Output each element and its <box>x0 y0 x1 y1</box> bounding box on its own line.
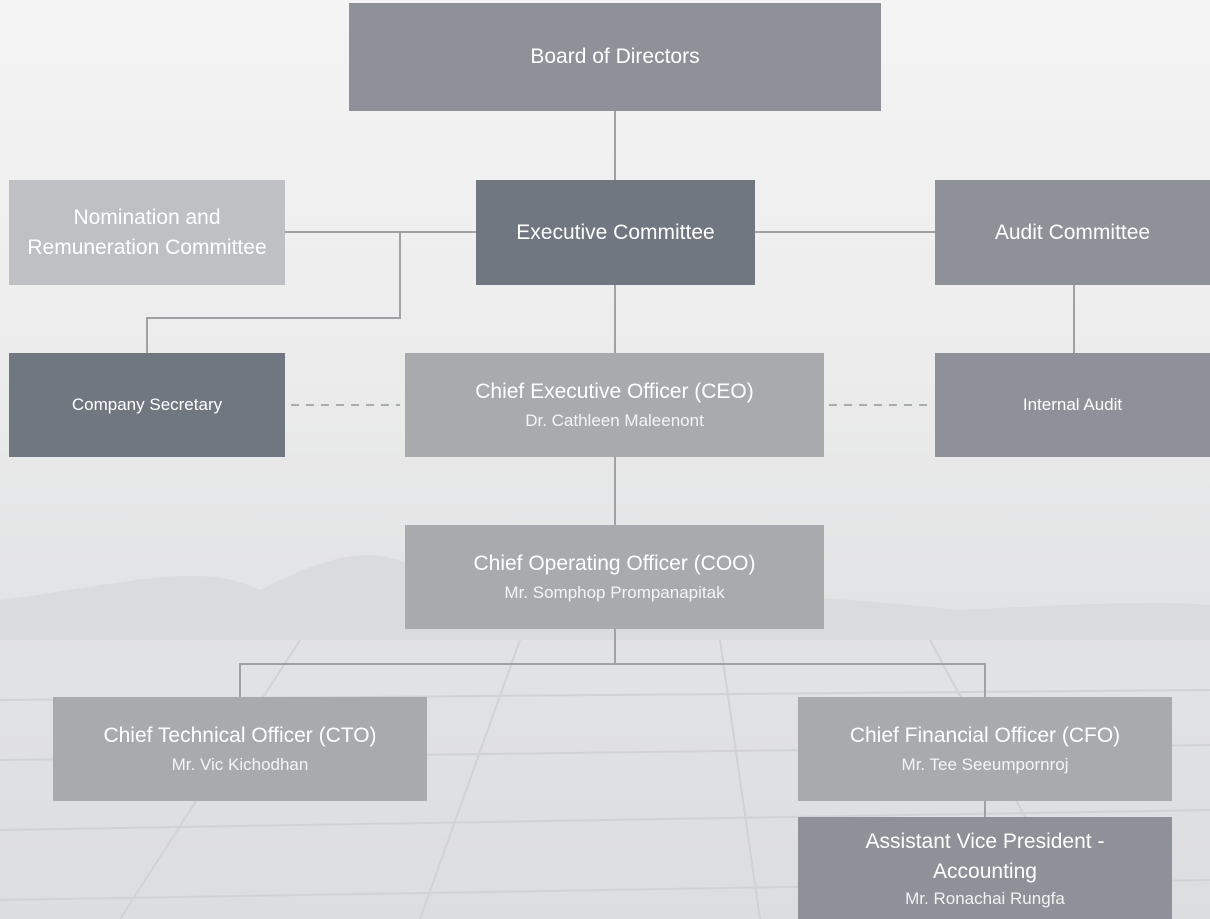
avp-title-line2: Accounting <box>933 860 1037 883</box>
company-secretary-box: Company Secretary <box>9 353 285 457</box>
board-of-directors-title: Board of Directors <box>530 45 700 68</box>
ceo-title: Chief Executive Officer (CEO) <box>475 380 754 403</box>
coo-title: Chief Operating Officer (COO) <box>473 552 756 575</box>
internal-audit-title: Internal Audit <box>1022 395 1123 414</box>
cfo-title: Chief Financial Officer (CFO) <box>849 724 1121 747</box>
audit-committee-title: Audit Committee <box>994 220 1151 244</box>
nomination-title-line1: Nomination and <box>73 205 221 229</box>
cto-box: Chief Technical Officer (CTO) Mr. Vic Ki… <box>53 697 427 801</box>
nomination-title-line2: Remuneration Committee <box>27 235 267 259</box>
board-of-directors-box: Board of Directors <box>349 3 881 111</box>
cto-name: Mr. Vic Kichodhan <box>171 755 309 774</box>
avp-title-line1: Assistant Vice President - <box>865 830 1105 853</box>
coo-box: Chief Operating Officer (COO) Mr. Sompho… <box>405 525 824 629</box>
executive-committee-title: Executive Committee <box>516 220 715 244</box>
nomination-remuneration-committee-box: Nomination and Remuneration Committee <box>9 180 285 285</box>
cfo-box: Chief Financial Officer (CFO) Mr. Tee Se… <box>798 697 1172 801</box>
coo-name: Mr. Somphop Prompanapitak <box>504 583 725 602</box>
avp-name: Mr. Ronachai Rungfa <box>905 889 1065 908</box>
avp-accounting-box: Assistant Vice President - Accounting Mr… <box>798 817 1172 919</box>
executive-committee-box: Executive Committee <box>476 180 755 285</box>
company-secretary-title: Company Secretary <box>71 395 223 414</box>
cto-title: Chief Technical Officer (CTO) <box>103 724 377 747</box>
ceo-name: Dr. Cathleen Maleenont <box>525 411 704 430</box>
audit-committee-box: Audit Committee <box>935 180 1210 285</box>
internal-audit-box: Internal Audit <box>935 353 1210 457</box>
ceo-box: Chief Executive Officer (CEO) Dr. Cathle… <box>405 353 824 457</box>
cfo-name: Mr. Tee Seeumpornroj <box>901 755 1069 774</box>
